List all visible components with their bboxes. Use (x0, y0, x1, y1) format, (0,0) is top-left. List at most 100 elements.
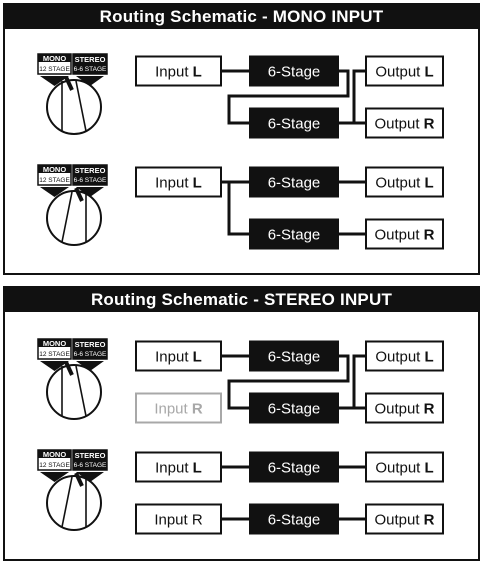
output-box-text: Output R (374, 512, 434, 529)
mono-label: MONO (43, 165, 66, 174)
output-box-text: Output R (374, 116, 434, 133)
stage-box (249, 55, 339, 87)
stage-box (249, 392, 339, 424)
input-box (135, 503, 222, 535)
output-box-channel: R (424, 227, 435, 244)
stereo-badge (72, 449, 108, 471)
signal-wire (227, 354, 350, 410)
stereo-badge (72, 53, 108, 75)
input-box-channel: R (192, 401, 203, 418)
mono-sub-label: 12 STAGE (39, 351, 70, 358)
output-box-text: Output L (375, 175, 433, 192)
mode-selector-knob: MONO 12 STAGE STEREO 6-6 STAGE (37, 338, 108, 420)
output-box-channel: L (425, 349, 434, 366)
mono-badge-header (38, 339, 71, 347)
output-box (365, 218, 444, 250)
stage-label: 6-Stage (268, 227, 321, 244)
output-box (365, 107, 444, 139)
mono-badge-header (38, 450, 71, 458)
output-box-text: Output R (374, 401, 434, 418)
mono-label: MONO (43, 54, 66, 63)
output-box-channel: L (425, 64, 434, 81)
stage-box (249, 107, 339, 139)
stereo-pointer-icon (76, 187, 104, 197)
stereo-sub-label: 6-6 STAGE (74, 177, 107, 184)
stereo-sub-label: 6-6 STAGE (74, 462, 107, 469)
output-box-text: Output R (374, 227, 434, 244)
input-box-text: Input L (155, 175, 202, 192)
input-box-text: Input R (154, 512, 203, 529)
stage-label: 6-Stage (268, 116, 321, 133)
knob-grip-line (61, 476, 73, 528)
mono-label: MONO (43, 450, 66, 459)
input-box-label: Input R (154, 512, 203, 529)
output-box-label: Output (375, 175, 424, 192)
input-box-label: Input (155, 64, 193, 81)
input-box (135, 340, 222, 372)
input-box-text: Input R (154, 401, 203, 418)
mono-badge-header (38, 54, 71, 62)
stereo-label: STEREO (75, 55, 106, 64)
output-box-label: Output (374, 116, 423, 133)
mode-selector-knob: MONO 12 STAGE STEREO 6-6 STAGE (37, 53, 108, 135)
output-box (365, 340, 444, 372)
input-box (135, 55, 222, 87)
stereo-badge (72, 338, 108, 360)
knob-indicator-icon (64, 76, 74, 91)
stage-box (249, 166, 339, 198)
output-box-label: Output (375, 349, 424, 366)
output-box-channel: R (424, 512, 435, 529)
output-box (365, 503, 444, 535)
stage-label: 6-Stage (268, 460, 321, 477)
knob-indicator-icon (74, 472, 84, 487)
mono-pointer-icon (40, 76, 69, 86)
mono-pointer-icon (40, 361, 69, 371)
output-box-channel: L (425, 175, 434, 192)
input-box-text: Input L (155, 460, 202, 477)
mono-pointer-icon (40, 187, 69, 197)
knob-icon (46, 475, 102, 531)
stage-label: 6-Stage (268, 64, 321, 81)
input-box-label: Input (155, 175, 193, 192)
stereo-sub-label: 6-6 STAGE (74, 66, 107, 73)
stereo-pointer-icon (76, 472, 104, 482)
output-box-channel: R (424, 401, 435, 418)
output-box (365, 166, 444, 198)
stage-box (249, 340, 339, 372)
input-box (135, 166, 222, 198)
knob-grip-line (61, 191, 73, 243)
input-box-text: Input L (155, 64, 202, 81)
output-box-label: Output (374, 401, 423, 418)
input-box-label: Input (155, 349, 193, 366)
stage-label: 6-Stage (268, 349, 321, 366)
mode-selector-knob: MONO 12 STAGE STEREO 6-6 STAGE (37, 164, 108, 246)
output-box-label: Output (375, 460, 424, 477)
output-box-text: Output L (375, 460, 433, 477)
stereo-sub-label: 6-6 STAGE (74, 351, 107, 358)
stereo-label: STEREO (75, 340, 106, 349)
mono-pointer-icon (40, 472, 69, 482)
input-box-label: Input (154, 401, 192, 418)
output-box-channel: R (424, 116, 435, 133)
knob-indicator-icon (74, 187, 84, 202)
knob-grip-line (75, 365, 87, 417)
panel-title: Routing Schematic - STEREO INPUT (5, 288, 478, 312)
stage-box (249, 503, 339, 535)
mono-sub-label: 12 STAGE (39, 462, 70, 469)
input-box (135, 451, 222, 483)
input-box-channel: L (193, 64, 202, 81)
stage-box (249, 218, 339, 250)
mono-label: MONO (43, 339, 66, 348)
stereo-label: STEREO (75, 166, 106, 175)
mono-sub-label: 12 STAGE (39, 177, 70, 184)
mono-badge-header (38, 165, 71, 173)
stereo-pointer-icon (76, 361, 104, 371)
signal-wire (227, 69, 350, 125)
input-box-text: Input L (155, 349, 202, 366)
output-box-label: Output (375, 64, 424, 81)
output-box-text: Output L (375, 349, 433, 366)
output-box (365, 55, 444, 87)
mono-sub-label: 12 STAGE (39, 66, 70, 73)
